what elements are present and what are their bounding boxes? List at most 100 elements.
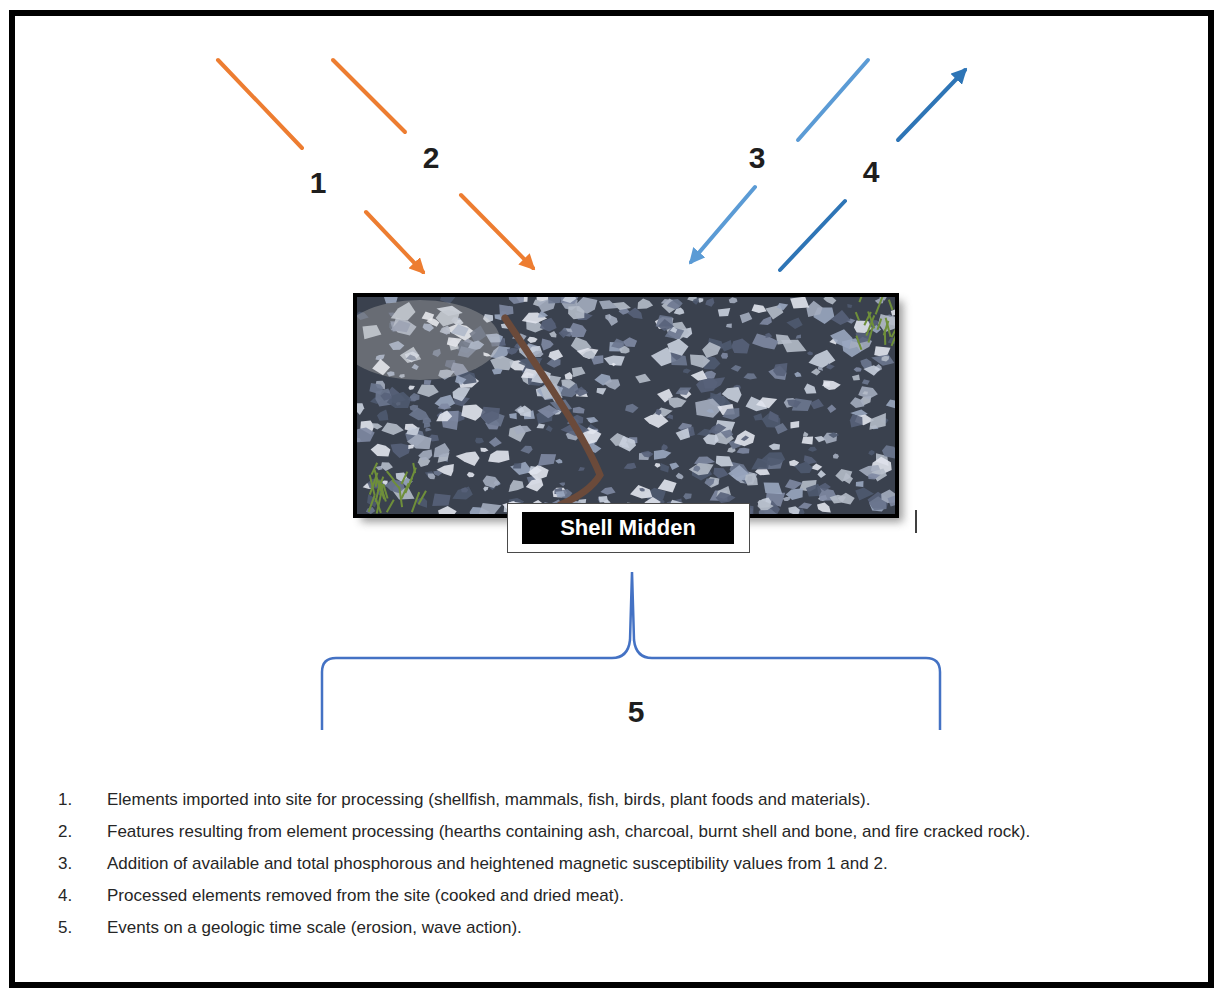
shell-fragment: [586, 417, 598, 423]
shell-fragment: [639, 488, 644, 491]
shell-fragment: [627, 307, 642, 319]
shell-fragment: [852, 375, 860, 381]
shell-fragment: [513, 463, 522, 469]
list-number: 5.: [58, 912, 107, 944]
shell-fragment: [548, 350, 563, 361]
list-number: 1.: [58, 784, 107, 816]
shell-fragment: [435, 395, 456, 410]
shell-fragment: [737, 448, 750, 454]
shell-fragment: [786, 318, 802, 329]
grass-blade: [419, 491, 426, 505]
shell-fragment: [705, 477, 720, 488]
shell-fragment: [751, 458, 769, 469]
shell-fragment: [863, 365, 880, 375]
shell-fragment: [575, 386, 589, 396]
shell-fragment: [806, 484, 822, 497]
shell-fragment: [598, 496, 608, 502]
grass-blade: [387, 471, 395, 480]
shell-fragment: [467, 472, 475, 477]
shell-fragment: [548, 297, 563, 303]
shell-fragment: [882, 445, 895, 458]
arrow-shaft: [691, 187, 755, 262]
shell-fragment: [408, 386, 415, 391]
shell-fragment: [508, 297, 524, 304]
list-number: 3.: [58, 848, 107, 880]
shell-fragment: [785, 479, 803, 489]
shell-fragment: [683, 368, 691, 373]
shell-fragment: [578, 467, 585, 471]
grass-blade: [856, 336, 861, 350]
shell-fragment: [537, 405, 559, 418]
shell-fragment: [676, 473, 684, 480]
shell-fragment: [600, 487, 615, 495]
shell-fragment: [716, 456, 734, 467]
page-frame: [12, 13, 1211, 985]
shell-fragment: [811, 463, 823, 470]
shell-fragment: [850, 397, 864, 408]
shell-fragment: [854, 367, 862, 372]
shell-fragment: [773, 363, 787, 376]
shell-fragment: [871, 355, 894, 366]
grass-blade: [891, 324, 895, 338]
shell-fragment: [604, 379, 620, 390]
callout-number: 1: [307, 166, 330, 200]
shell-fragment: [693, 465, 700, 472]
shell-fragment: [728, 465, 748, 480]
arrow-shaft: [461, 195, 533, 268]
shell-fragment: [514, 426, 532, 435]
label-box: Shell Midden: [507, 503, 750, 553]
grass-blade: [856, 312, 859, 320]
shell-fragment: [804, 383, 816, 393]
shell-fragment: [527, 337, 538, 343]
shell-fragment: [702, 342, 721, 358]
photo-border: [355, 295, 897, 516]
list-text: Events on a geologic time scale (erosion…: [107, 912, 1208, 944]
shell-fragment: [745, 473, 758, 486]
shell-fragment: [658, 479, 677, 492]
shell-fragment: [828, 432, 839, 438]
shell-fragment: [490, 356, 514, 370]
input-arrow: [333, 60, 533, 268]
shell-fragment: [596, 388, 606, 395]
shell-fragment: [806, 301, 822, 317]
shell-fragment: [455, 375, 467, 385]
shell-fragment: [830, 495, 847, 504]
shell-fragment: [808, 447, 817, 452]
shell-fragment: [357, 403, 364, 415]
shell-fragment: [790, 421, 799, 428]
shell-fragment: [764, 482, 783, 494]
shell-fragment: [731, 339, 749, 354]
shell-fragment: [731, 365, 742, 372]
list-item: 4.Processed elements removed from the si…: [58, 880, 1208, 912]
shell-fragment: [823, 297, 836, 305]
shell-fragment: [726, 323, 732, 328]
shell-fragment: [690, 354, 710, 368]
shell-fragment: [720, 340, 733, 351]
shell-fragment: [425, 428, 432, 432]
list-text: Elements imported into site for processi…: [107, 784, 1208, 816]
shell-fragment: [762, 412, 781, 428]
shell-fragment: [858, 386, 878, 399]
callout-holder: 2: [420, 141, 443, 175]
shell-fragment: [561, 379, 575, 389]
shell-fragment: [428, 474, 436, 480]
shell-fragment: [540, 318, 557, 332]
arrow-shaft: [798, 60, 868, 140]
shell-fragment: [790, 297, 809, 309]
shell-fragment: [391, 444, 411, 458]
shell-fragment: [625, 404, 638, 413]
shell-fragment: [768, 411, 778, 423]
shell-fragment: [721, 353, 728, 359]
shell-fragment: [538, 311, 548, 318]
shell-fragment: [788, 506, 800, 514]
grass-blade: [379, 483, 384, 499]
list-number: 2.: [58, 816, 107, 848]
shell-fragment: [453, 387, 471, 401]
shell-fragment: [635, 374, 651, 384]
callout-number: 5: [625, 695, 648, 729]
callout-holder: 4: [860, 155, 883, 189]
shell-fragment: [559, 482, 565, 486]
shell-fragment: [572, 367, 586, 378]
shell-fragment: [810, 399, 824, 410]
